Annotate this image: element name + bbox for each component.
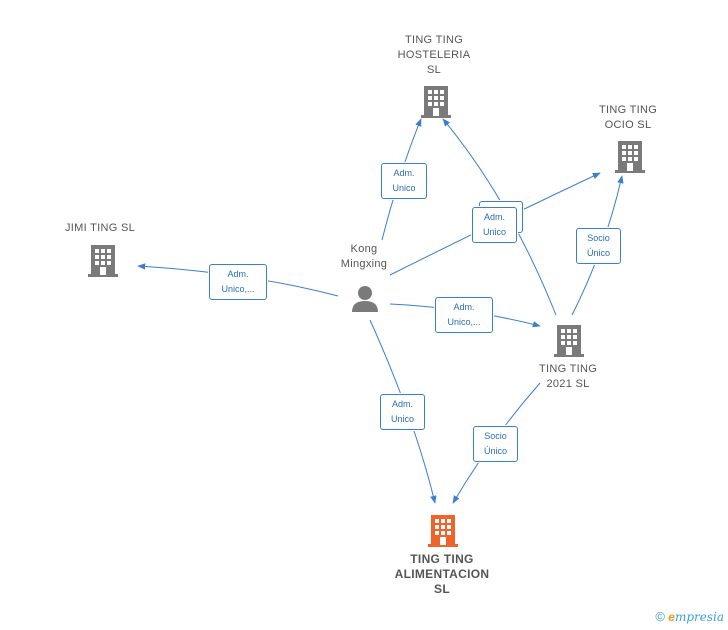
node-label-kong[interactable]: Kong Mingxing [340, 243, 388, 270]
edge-label-kong-ocio[interactable]: Adm. Unico [472, 207, 517, 243]
building-icon-hosteleria[interactable] [420, 84, 452, 118]
node-label-2021[interactable]: TING TING 2021 SL [538, 363, 598, 390]
building-icon-ocio[interactable] [614, 139, 646, 173]
building-icon-alimentacion[interactable] [427, 513, 459, 547]
building-icon-jimi[interactable] [87, 243, 119, 277]
edge-label-kong-hosteleria[interactable]: Adm. Unico [381, 163, 427, 199]
brand-logo-letter: e [668, 610, 675, 624]
edge-label-2021-ocio[interactable]: Socio Único [576, 228, 621, 264]
building-icon-2021[interactable] [553, 323, 585, 357]
footer-brand: © empresia [655, 609, 724, 624]
node-label-jimi[interactable]: JIMI TING SL [64, 222, 136, 234]
node-label-alimentacion[interactable]: TING TING ALIMENTACION SL [394, 552, 490, 596]
edge-label-2021-alimentacion[interactable]: Socio Único [473, 426, 518, 462]
person-icon-kong[interactable] [350, 284, 380, 314]
edge-label-kong-jimi[interactable]: Adm. Unico,... [209, 264, 267, 300]
brand-logo-text: mpresia [674, 610, 724, 624]
edge-label-kong-alimentacion[interactable]: Adm. Unico [380, 394, 425, 430]
edge-label-kong-2021[interactable]: Adm. Unico,... [435, 297, 493, 333]
node-label-ocio[interactable]: TING TING OCIO SL [598, 104, 658, 131]
copyright-icon: © [655, 609, 665, 624]
node-label-hosteleria[interactable]: TING TING HOSTELERIA SL [397, 34, 471, 76]
